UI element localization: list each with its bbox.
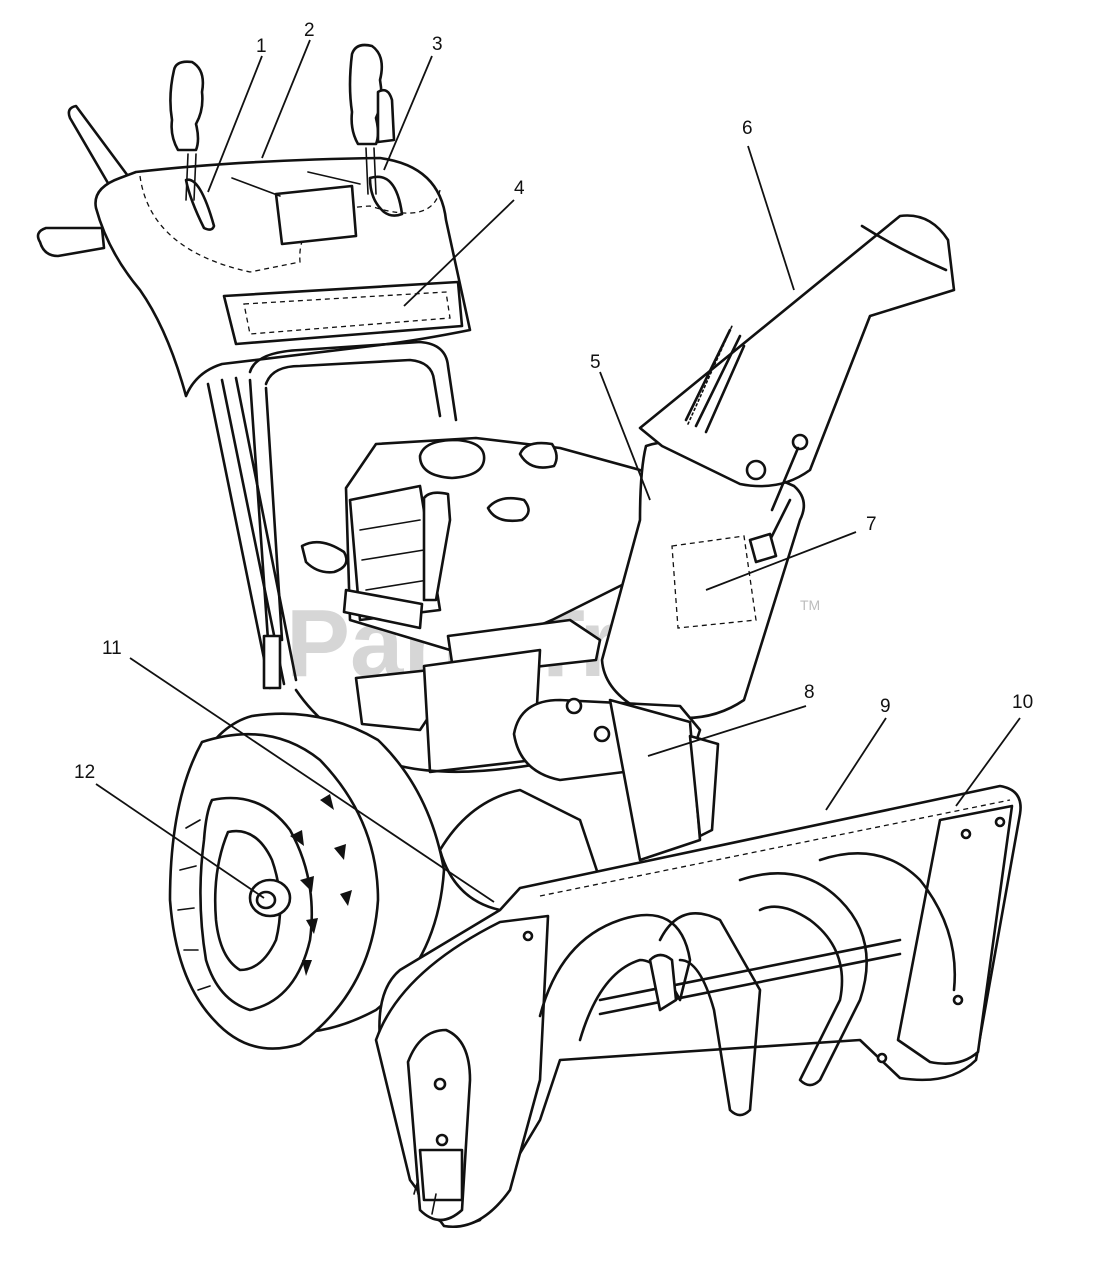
housing-top-seam [539,799,1011,897]
auger-center [658,912,762,1117]
left-lever-slot [184,178,216,231]
discharge-chute-assembly [512,214,956,862]
callout-5: 5 [590,352,601,373]
leader-6 [747,145,795,291]
handle-frame-left [206,376,298,690]
wheel-rim [199,796,314,1012]
housing-right-side [896,804,1014,1065]
panel-display-window [274,184,358,246]
leader-9 [825,717,887,811]
callout-7: 7 [866,514,877,535]
engine-dipstick [422,491,452,602]
callout-9: 9 [880,696,891,717]
auger-right [738,872,868,1087]
callout-3: 3 [432,34,443,55]
panel-label-plate [222,280,464,346]
leader-1 [207,55,263,193]
fuel-cap [418,438,486,480]
leader-4 [403,199,515,307]
control-panel [94,156,472,398]
auger-shaft [598,938,902,1016]
callout-1: 1 [256,36,267,57]
callout-labels: 1 2 3 4 5 6 7 8 9 10 11 12 [74,20,1033,783]
leader-11 [129,657,495,903]
chute-label [671,535,757,629]
engine-logo [486,496,530,523]
right-lever-slot [368,175,404,217]
left-handle-grip [67,104,130,192]
callout-4: 4 [514,178,525,199]
discharge-chute-deflector [638,214,956,488]
leader-5 [599,371,651,501]
left-control-lever [169,60,205,152]
callout-12: 12 [74,762,95,783]
leader-10 [955,717,1021,807]
right-control-lever [348,43,384,146]
callout-11: 11 [102,638,122,659]
handle-clip [300,540,348,574]
callout-6: 6 [742,118,753,139]
auger-housing [374,784,1022,1229]
callout-10: 10 [1012,692,1033,713]
handle-frame-right [248,340,458,422]
auger-left [538,913,692,1042]
leader-8 [647,705,807,757]
leader-7 [705,531,857,591]
callout-8: 8 [804,682,815,703]
wheel-assembly [168,712,446,1050]
engine-bracket [342,588,424,630]
leader-12 [95,783,265,899]
handle-assembly [36,43,472,690]
callout-2: 2 [304,20,315,41]
engine-cylinder [348,484,442,622]
auger-housing-body [378,784,1022,1227]
watermark-trademark: TM [800,597,820,613]
leader-3 [383,55,433,171]
callout-leaders [95,39,1021,903]
leader-2 [261,39,311,159]
left-lower-grip [36,226,106,258]
